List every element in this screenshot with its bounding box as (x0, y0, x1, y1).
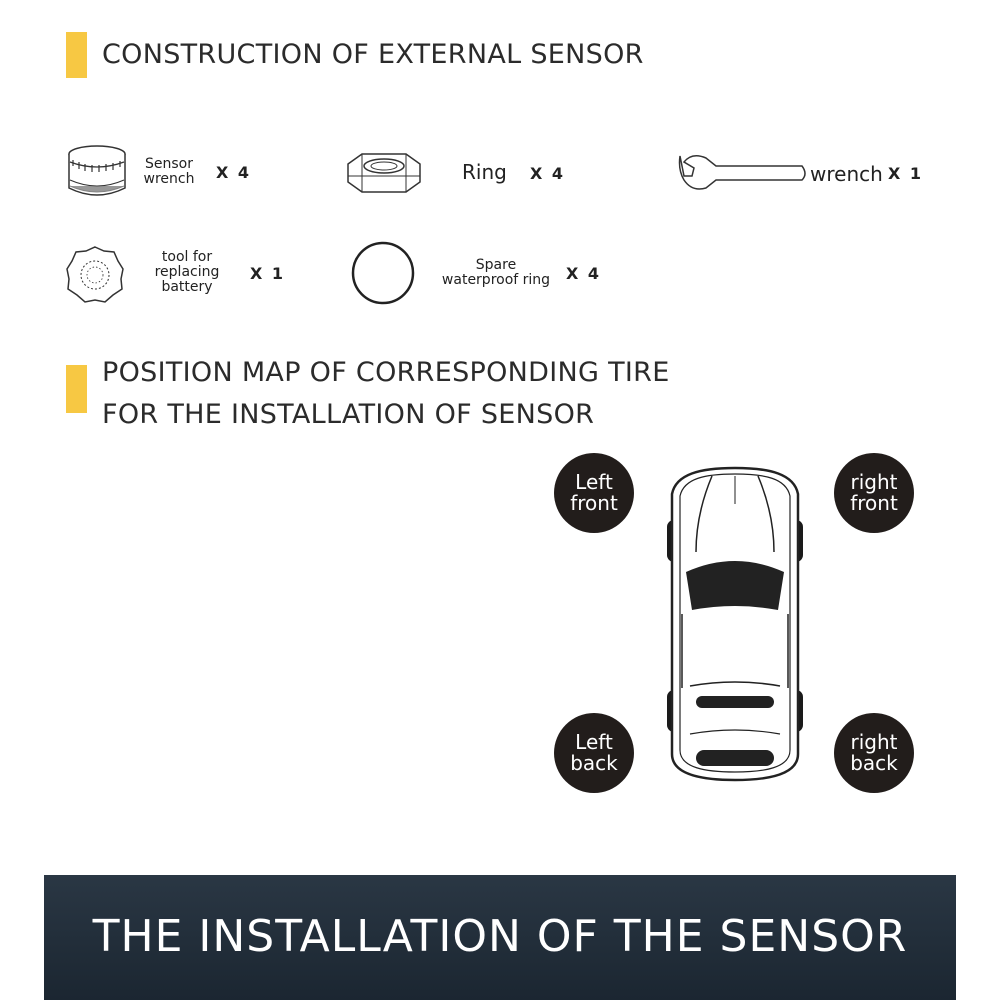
qty-waterproof-ring: X 4 (566, 264, 602, 283)
position-label: Left front (570, 470, 618, 515)
car-top-view-icon (667, 466, 803, 782)
banner-title: THE INSTALLATION OF THE SENSOR (92, 911, 908, 962)
sensor-cap-icon (68, 145, 126, 196)
qty-wrench: X 1 (888, 164, 924, 183)
section-title-position-line1: POSITION MAP OF CORRESPONDING TIRE (102, 357, 670, 388)
label-ring: Ring (462, 160, 507, 184)
section-title-position-line2: FOR THE INSTALLATION OF SENSOR (102, 399, 595, 430)
hex-nut-icon (347, 153, 421, 193)
position-label: right back (850, 730, 898, 775)
qty-battery-tool: X 1 (250, 264, 286, 283)
label-line: battery (161, 279, 213, 295)
label-line: Sensor (145, 156, 193, 172)
position-left-back: Left back (554, 713, 634, 793)
accent-bar (66, 365, 87, 413)
position-label: right front (850, 470, 898, 515)
position-right-front: right front (834, 453, 914, 533)
qty-sensor-wrench: X 4 (216, 163, 252, 182)
label-waterproof-ring: Spare waterproof ring (436, 258, 556, 288)
wrench-icon (678, 155, 806, 190)
label-line: waterproof ring (441, 272, 551, 288)
position-label: Left back (570, 730, 618, 775)
qty-ring: X 4 (530, 164, 566, 183)
position-left-front: Left front (554, 453, 634, 533)
label-line: wrench (143, 171, 195, 187)
label-line: Spare (475, 257, 517, 273)
position-right-back: right back (834, 713, 914, 793)
installation-banner: THE INSTALLATION OF THE SENSOR (44, 875, 956, 1000)
label-line: tool for (161, 249, 213, 265)
battery-tool-icon (66, 246, 124, 303)
label-battery-tool: tool for replacing battery (150, 250, 224, 295)
label-line: replacing (154, 264, 220, 280)
section-title-construction: CONSTRUCTION OF EXTERNAL SENSOR (102, 39, 644, 70)
accent-bar (66, 32, 87, 78)
label-sensor-wrench: Sensor wrench (140, 157, 198, 187)
o-ring-icon (351, 241, 415, 305)
label-wrench: wrench (810, 162, 883, 186)
